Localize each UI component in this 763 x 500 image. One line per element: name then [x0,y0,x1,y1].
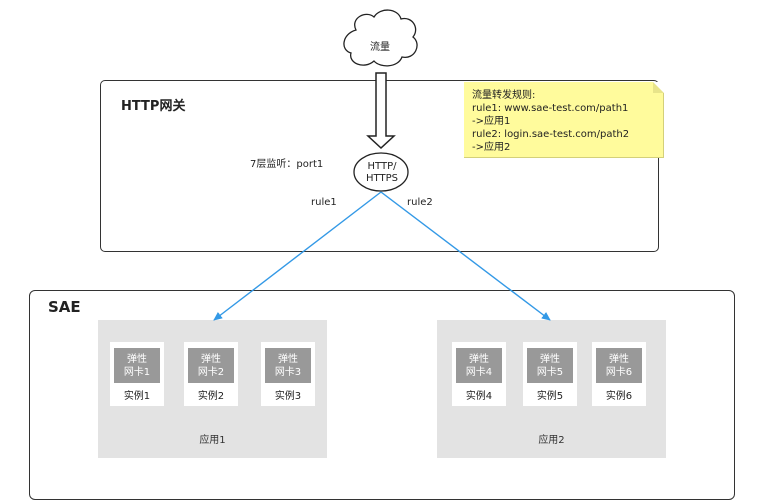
instance-6: 弹性 网卡6 实例6 [592,342,646,406]
elastic-nic-5: 弹性 网卡5 [527,348,573,383]
note-line-5: ->应用2 [472,142,511,153]
http-https-listener [353,152,409,192]
nic-label-line2: 网卡3 [274,366,302,378]
app-label-1: 应用1 [199,435,226,446]
instance-label: 实例4 [465,391,493,402]
nic-label-line1: 弹性 [609,353,629,365]
note-line-2: rule1: www.sae-test.com/path1 [472,103,629,114]
instance-5: 弹性 网卡5 实例5 [523,342,577,406]
cloud-label: 流量 [370,42,390,53]
nic-label-line1: 弹性 [201,353,221,365]
nic-label-line1: 弹性 [540,353,560,365]
app-group-1: 弹性 网卡1 实例1 弹性 网卡2 实例2 弹性 网卡3 实例3 应用1 [98,320,327,458]
app-group-2: 弹性 网卡4 实例4 弹性 网卡5 实例5 弹性 网卡6 实例6 应用2 [437,320,666,458]
note-line-3: ->应用1 [472,116,511,127]
instance-label: 实例5 [536,391,564,402]
elastic-nic-4: 弹性 网卡4 [456,348,502,383]
nic-label-line2: 网卡4 [465,366,493,378]
rule2-connector [380,191,551,321]
nic-label-line1: 弹性 [278,353,298,365]
protocol-label: HTTP/ HTTPS [358,161,406,185]
nic-label-line2: 网卡2 [197,366,225,378]
instance-label: 实例2 [197,391,225,402]
rule1-label: rule1 [311,197,337,208]
nic-label-line2: 网卡6 [605,366,633,378]
nic-label-line2: 网卡1 [123,366,151,378]
protocol-line2: HTTPS [366,173,398,184]
nic-label-line2: 网卡5 [536,366,564,378]
instance-label: 实例3 [274,391,302,402]
note-line-1: 流量转发规则: [472,90,536,101]
app-label-2: 应用2 [538,435,565,446]
instance-3: 弹性 网卡3 实例3 [261,342,315,406]
note-folded-corner [653,82,664,93]
forwarding-rules-note: 流量转发规则: rule1: www.sae-test.com/path1 ->… [464,82,664,158]
listener-port-label: 7层监听：port1 [250,159,324,170]
elastic-nic-6: 弹性 网卡6 [596,348,642,383]
sae-title: SAE [48,298,81,316]
instance-label: 实例1 [123,391,151,402]
protocol-line1: HTTP/ [367,161,397,172]
instance-1: 弹性 网卡1 实例1 [110,342,164,406]
elastic-nic-2: 弹性 网卡2 [188,348,234,383]
elastic-nic-3: 弹性 网卡3 [265,348,311,383]
traffic-down-arrow [366,72,396,150]
instance-label: 实例6 [605,391,633,402]
nic-label-line1: 弹性 [469,353,489,365]
rule1-connector [213,191,382,321]
instance-4: 弹性 网卡4 实例4 [452,342,506,406]
gateway-title: HTTP网关 [121,99,186,114]
traffic-cloud-shape [343,9,418,67]
instance-2: 弹性 网卡2 实例2 [184,342,238,406]
nic-label-line1: 弹性 [127,353,147,365]
diagram-connectors [213,9,551,321]
elastic-nic-1: 弹性 网卡1 [114,348,160,383]
rule2-label: rule2 [407,197,433,208]
note-line-4: rule2: login.sae-test.com/path2 [472,129,630,140]
